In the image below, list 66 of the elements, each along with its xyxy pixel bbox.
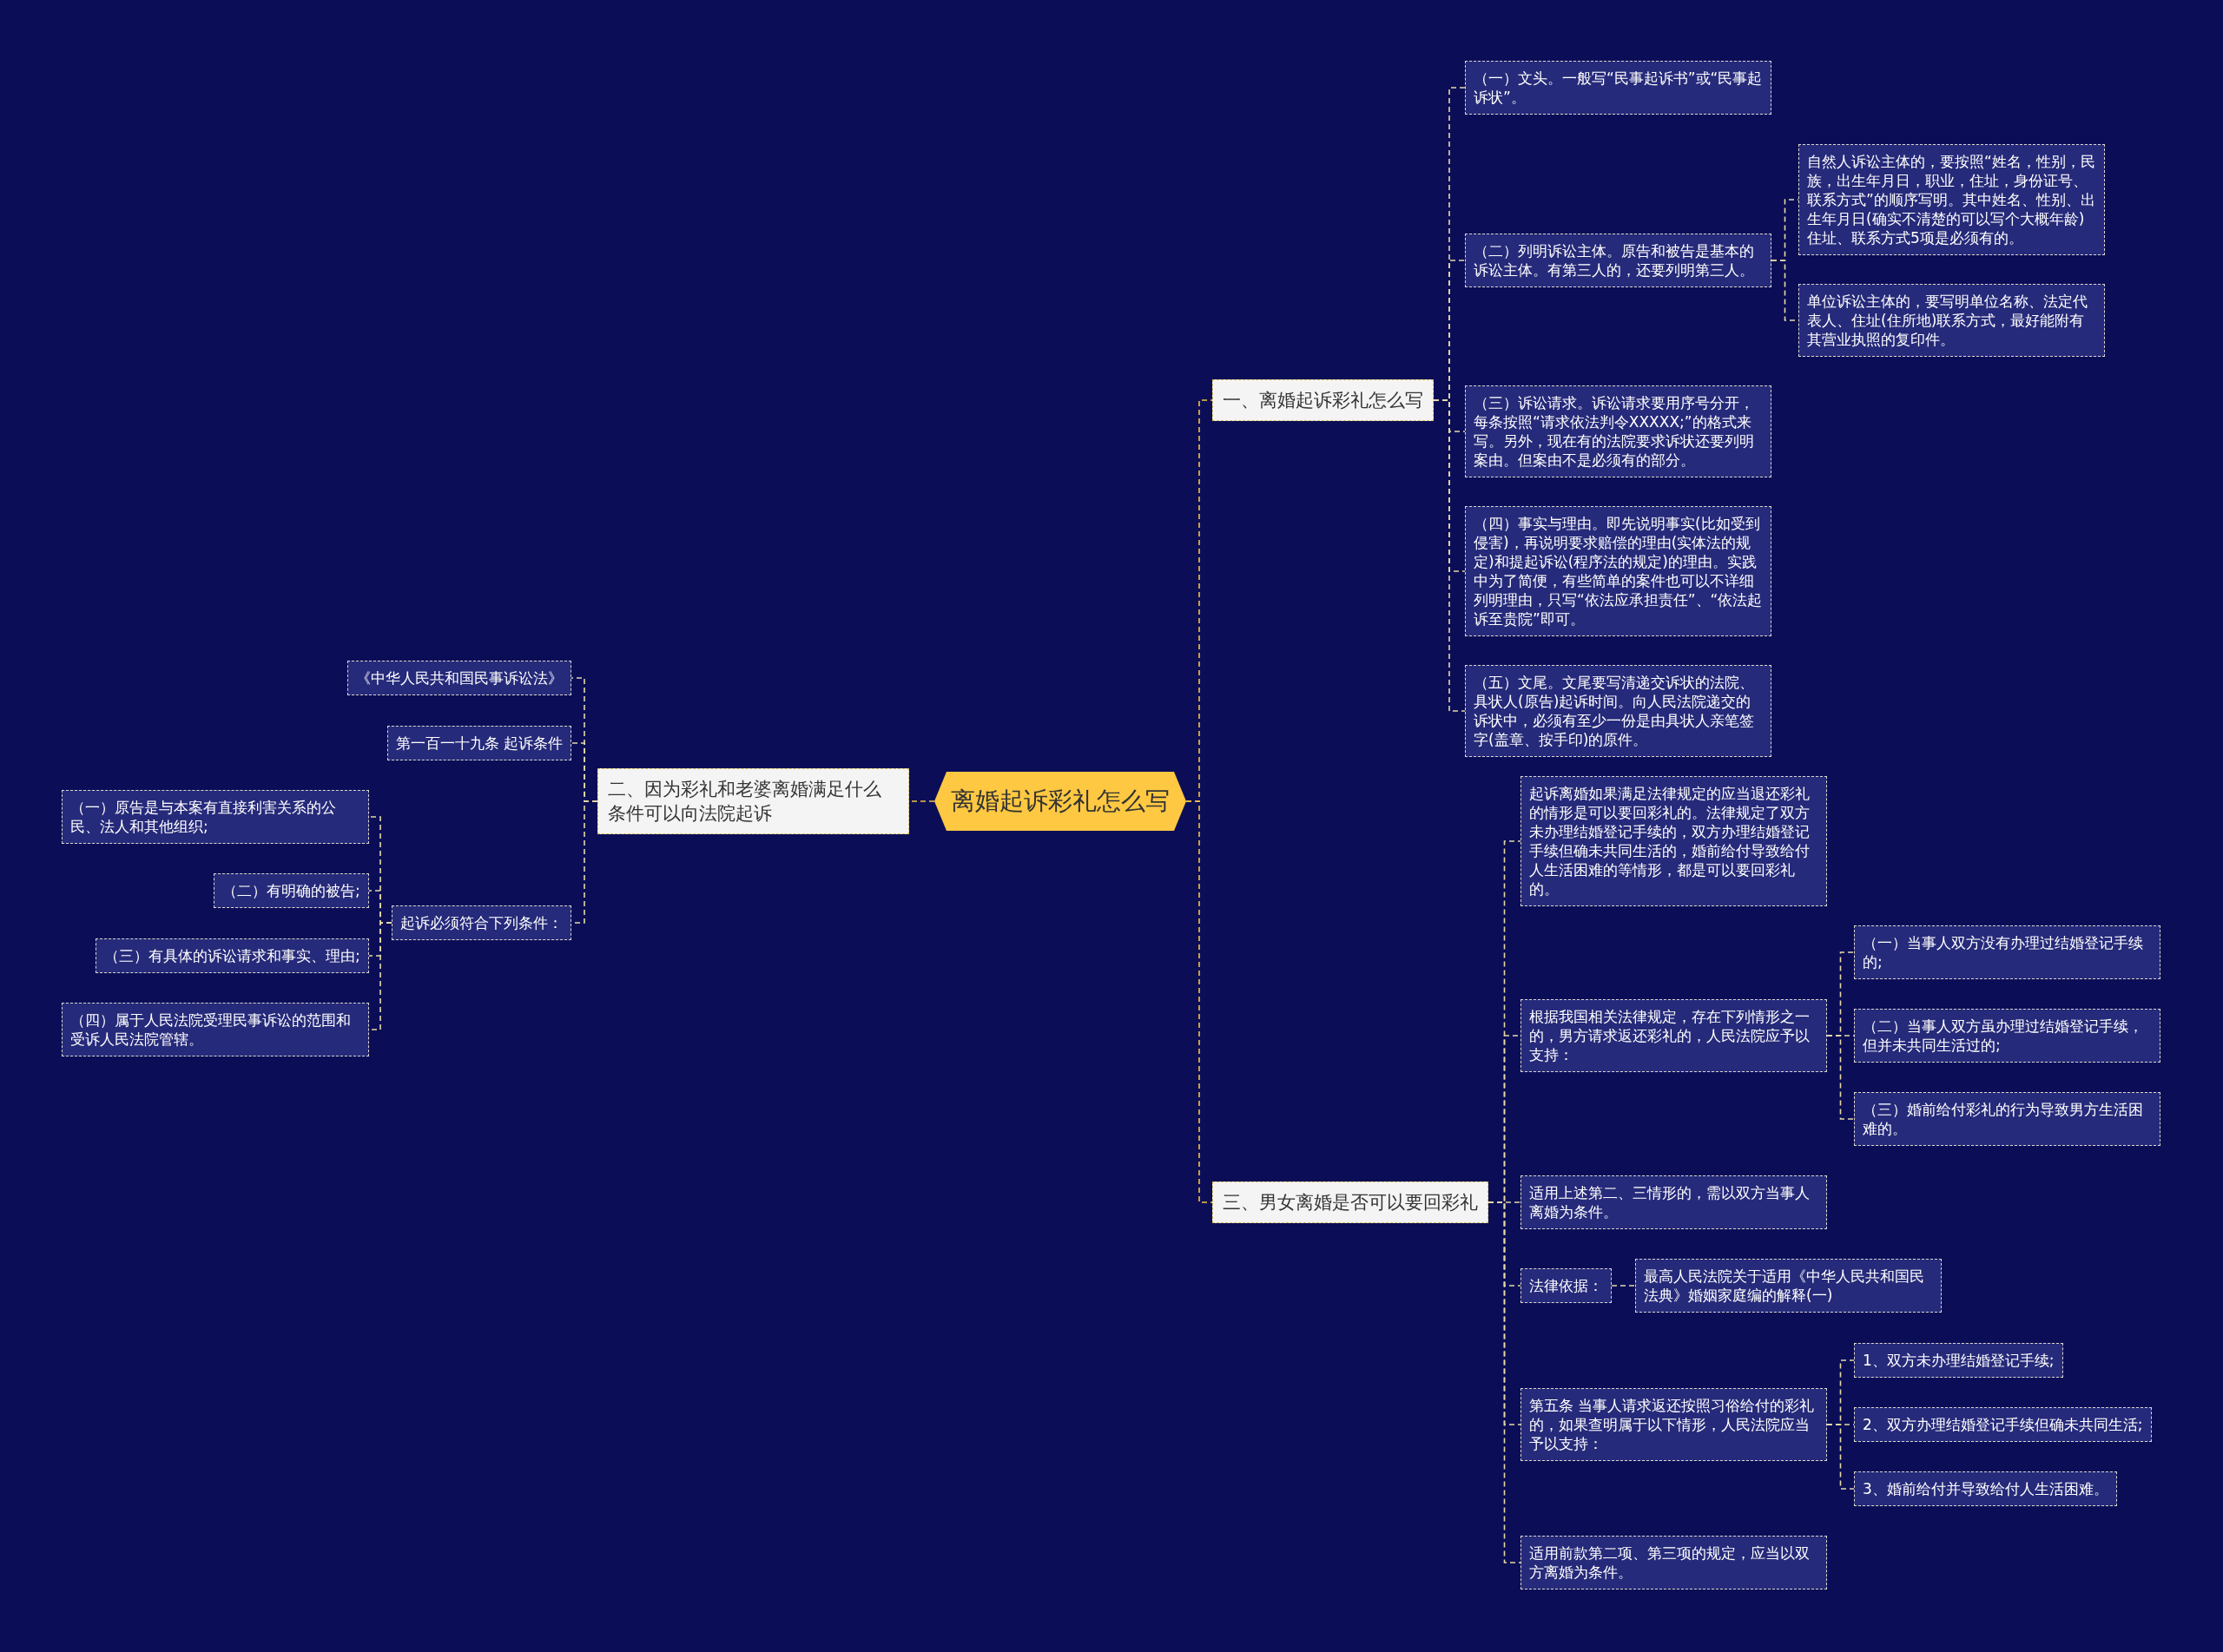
- main-topic-text: 一、离婚起诉彩礼怎么写: [1223, 389, 1423, 412]
- subtopic-text: （二）列明诉讼主体。原告和被告是基本的诉讼主体。有第三人的，还要列明第三人。: [1474, 241, 1755, 280]
- main-topic-card: [1212, 1181, 1488, 1223]
- subtopic-card: [1854, 1009, 2160, 1063]
- subtopic-text: 1、双方未办理结婚登记手续;: [1863, 1351, 2055, 1370]
- subtopic-card: [1465, 385, 1771, 477]
- subtopic-text: （二）当事人双方虽办理过结婚登记手续，但并未共同生活过的;: [1863, 1017, 2144, 1055]
- subtopic-text: 起诉必须符合下列条件：: [400, 913, 563, 932]
- subtopic-text: 根据我国相关法律规定，存在下列情形之一的，男方请求返还彩礼的，人民法院应予以支持：: [1529, 1007, 1811, 1064]
- subtopic-card: [62, 790, 369, 844]
- subtopic-text: （三）有具体的诉讼请求和事实、理由;: [104, 946, 360, 965]
- subtopic-text: 自然人诉讼主体的，要按照“姓名，性别，民族，出生年月日，职业，住址，身份证号、联系方式”的顺序写明。其中姓名、性别、出生年月日(确实不清楚的可以写个大概年龄)住址、联系方式5项是必须有的。: [1807, 152, 2096, 247]
- subtopic-card: [1854, 1343, 2063, 1378]
- subtopic-text: 法律依据：: [1529, 1276, 1603, 1295]
- subtopic-text: 2、双方办理结婚登记手续但确未共同生活;: [1863, 1415, 2143, 1434]
- connector-line: [1826, 1424, 1855, 1490]
- subtopic-text: （一）文头。一般写“民事起诉书”或“民事起诉状”。: [1474, 69, 1763, 107]
- subtopic-card: [62, 1003, 369, 1056]
- subtopic-card: [1854, 1092, 2160, 1146]
- subtopic-text: 第一百一十九条 起诉条件: [396, 734, 564, 753]
- central-topic: [934, 772, 1186, 831]
- subtopic-text: （二）有明确的被告;: [222, 881, 360, 900]
- subtopic-text: 适用上述第二、三情形的，需以双方当事人离婚为条件。: [1529, 1183, 1811, 1221]
- subtopic-card: [1798, 144, 2105, 255]
- subtopic-card: [1520, 776, 1827, 906]
- subtopic-text: 《中华人民共和国民事诉讼法》: [356, 668, 563, 688]
- subtopic-text: （五）文尾。文尾要写清递交诉状的法院、具状人(原告)起诉时间。向人民法院递交的诉状中，必须有至少一份是由具状人亲笔签字(盖章、按手印)的原件。: [1474, 673, 1755, 749]
- subtopic-text: （三）婚前给付彩礼的行为导致男方生活困难的。: [1863, 1100, 2144, 1138]
- main-topic-text: 三、男女离婚是否可以要回彩礼: [1223, 1191, 1478, 1214]
- subtopic-card: [1465, 506, 1771, 636]
- subtopic-text: 起诉离婚如果满足法律规定的应当退还彩礼的情形是可以要回彩礼的。法律规定了双方未办理结婚登记手续的，双方办理结婚登记手续但确未共同生活的，婚前给付导致给付人生活困难的等情形，都是可以要回彩礼的。: [1529, 784, 1811, 898]
- subtopic-card: [1854, 1471, 2117, 1506]
- subtopic-text: （四）事实与理由。即先说明事实(比如受到侵害)，再说明要求赔偿的理由(实体法的规定)和提起诉讼(程序法的规定)的理由。实践中为了简便，有些简单的案件也可以不详细列明理由，只写“依法应承担责任”、“依法起诉至贵院”即可。: [1474, 514, 1763, 629]
- connector-line: [1611, 1285, 1636, 1287]
- subtopic-card: [96, 938, 369, 973]
- subtopic-text: （三）诉讼请求。诉讼请求要用序号分开，每条按照“请求依法判令XXXXX;”的格式来写。另外，现在有的法院要求诉状还要列明案由。但案由不是必须有的部分。: [1474, 393, 1755, 470]
- central-topic-text: 离婚起诉彩礼怎么写: [951, 786, 1170, 817]
- subtopic-card: [1520, 1536, 1827, 1589]
- subtopic-card: [1798, 284, 2105, 357]
- subtopic-text: 适用前款第二项、第三项的规定，应当以双方离婚为条件。: [1529, 1543, 1811, 1582]
- subtopic-card: [392, 905, 571, 940]
- subtopic-card: [387, 726, 572, 760]
- subtopic-text: 3、婚前给付并导致给付人生活困难。: [1863, 1479, 2108, 1498]
- subtopic-card: [1520, 1388, 1827, 1461]
- subtopic-text: 第五条 当事人请求返还按照习俗给付的彩礼的，如果查明属于以下情形，人民法院应当予以支持：: [1529, 1396, 1816, 1453]
- subtopic-card: [1465, 61, 1771, 115]
- subtopic-card: [347, 661, 571, 695]
- connector-line: [1185, 800, 1213, 1203]
- subtopic-card: [1465, 234, 1771, 287]
- subtopic-card: [1520, 1175, 1827, 1229]
- subtopic-text: 单位诉讼主体的，要写明单位名称、法定代表人、住址(住所地)联系方式，最好能附有其营业执照的复印件。: [1807, 292, 2088, 349]
- main-topic-card: [597, 768, 909, 834]
- subtopic-text: （四）属于人民法院受理民事诉讼的范围和受诉人民法院管辖。: [70, 1010, 352, 1049]
- main-topic-text: 二、因为彩礼和老婆离婚满足什么条件可以向法院起诉: [608, 778, 882, 826]
- subtopic-card: [1854, 1407, 2152, 1442]
- subtopic-text: （一）原告是与本案有直接利害关系的公民、法人和其他组织;: [70, 798, 337, 836]
- subtopic-card: [214, 873, 369, 908]
- subtopic-text: 最高人民法院关于适用《中华人民共和国民法典》婚姻家庭编的解释(一): [1644, 1267, 1925, 1305]
- subtopic-card: [1635, 1259, 1942, 1313]
- subtopic-text: （一）当事人双方没有办理过结婚登记手续的;: [1863, 933, 2144, 971]
- subtopic-card: [1520, 999, 1827, 1072]
- subtopic-card: [1465, 665, 1771, 757]
- main-topic-card: [1212, 379, 1434, 421]
- subtopic-card: [1520, 1268, 1612, 1303]
- subtopic-card: [1854, 925, 2160, 979]
- connector-line: [1826, 1035, 1855, 1120]
